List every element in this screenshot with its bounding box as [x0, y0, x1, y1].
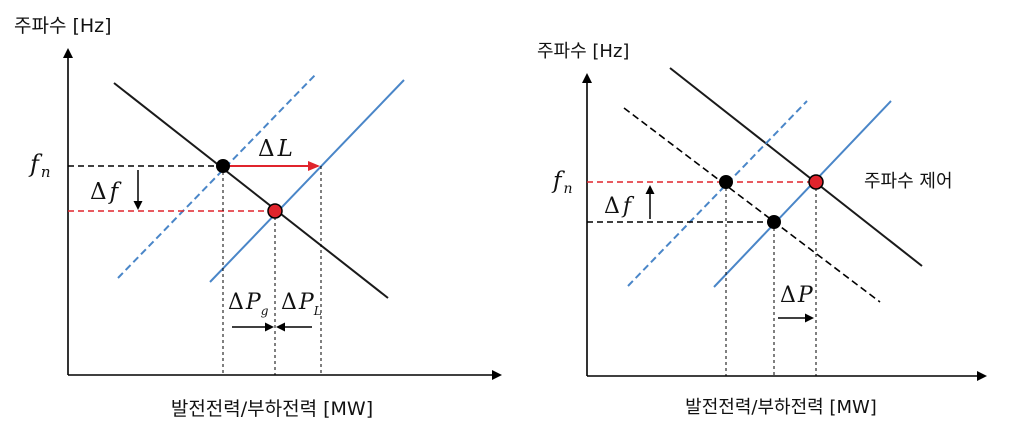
left-point-initial — [216, 159, 230, 173]
left-load-line — [113, 82, 389, 299]
right-delta-P-label: ΔP — [780, 283, 814, 308]
right-y-axis-label: 주파수 [Hz] — [537, 41, 629, 62]
left-point-new — [267, 203, 283, 219]
left-gen-line-dashed — [117, 73, 317, 279]
right-load-line-dashed — [623, 107, 881, 303]
left-delta-Pg-label: ΔPg — [228, 290, 269, 318]
left-x-axis-label: 발전전력/부하전력 [MW] — [171, 398, 373, 420]
left-delta-PL-label: ΔPL — [281, 290, 322, 318]
right-point-c — [808, 174, 824, 190]
right-point-b — [767, 215, 781, 229]
right-load-line-solid — [669, 67, 923, 267]
right-point-a — [719, 175, 733, 189]
left-y-axis-label: 주파수 [Hz] — [14, 15, 112, 37]
right-x-axis-label: 발전전력/부하전력 [MW] — [685, 397, 877, 418]
left-gen-line-solid — [209, 79, 405, 283]
right-gen-line-dashed — [627, 100, 808, 287]
right-gen-line-solid — [713, 100, 892, 288]
right-annotation: 주파수 제어 — [864, 171, 953, 192]
